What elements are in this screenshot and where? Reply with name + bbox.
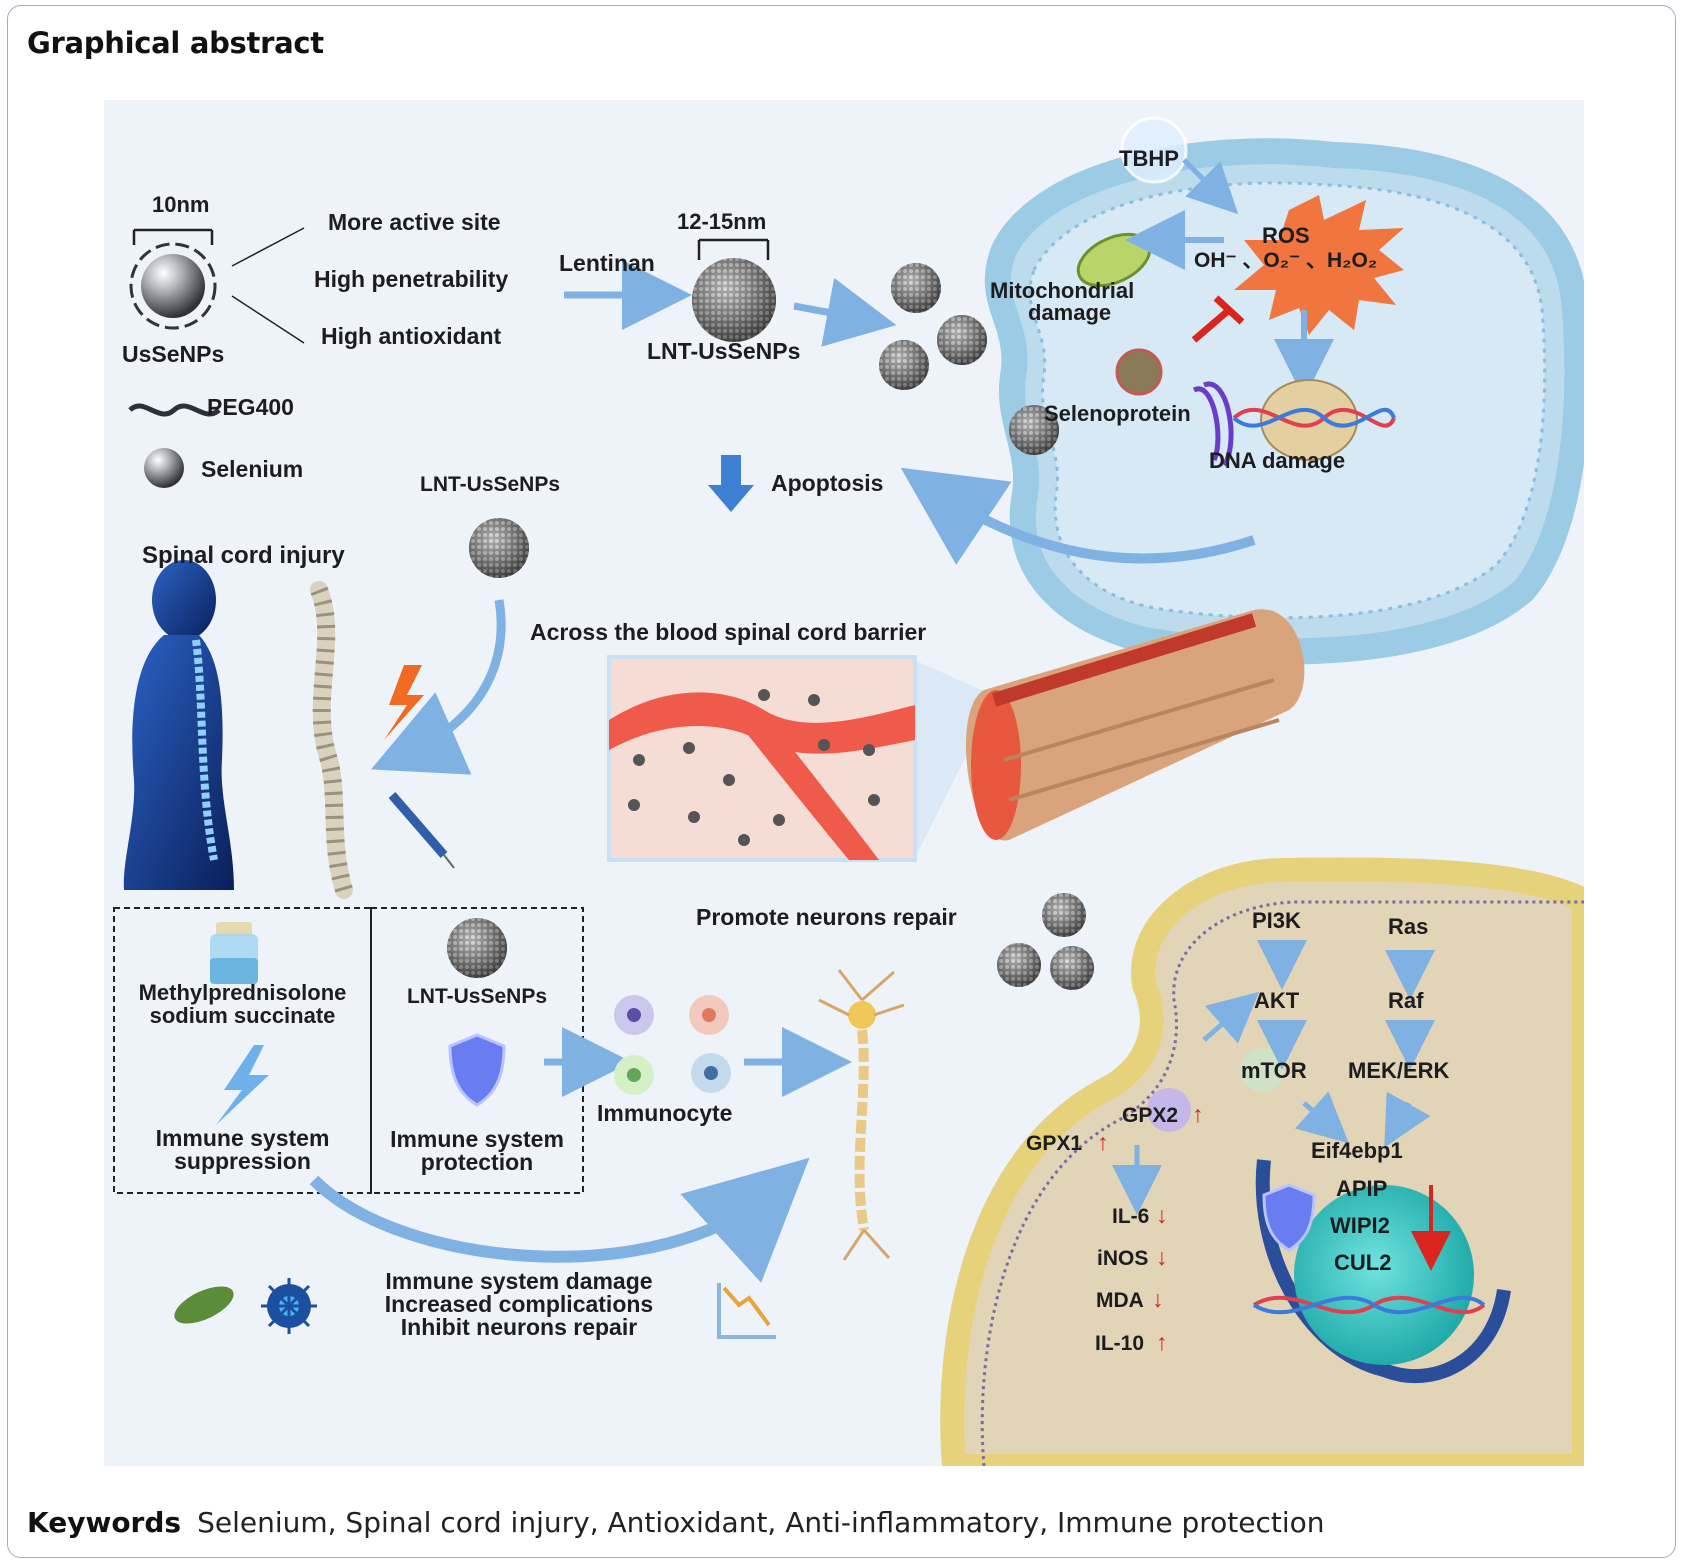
mda-label: MDA — [1096, 1289, 1144, 1312]
spine-figure — [310, 581, 353, 899]
keywords-text: Selenium, Spinal cord injury, Antioxidan… — [197, 1506, 1325, 1539]
mda-down-arrow: ↓ — [1152, 1286, 1164, 1312]
sci-label: Spinal cord injury — [142, 542, 345, 569]
il10-up-arrow: ↑ — [1156, 1329, 1168, 1355]
apoptosis-label: Apoptosis — [771, 470, 884, 496]
drug-bottle-icon — [210, 922, 258, 984]
il6-label: IL-6 — [1112, 1205, 1150, 1228]
suppression-label-2: suppression — [174, 1148, 311, 1174]
suppression-label-1: Immune system — [155, 1125, 330, 1151]
bacteria-icon — [174, 1286, 234, 1324]
selenoprotein-icon — [1115, 348, 1163, 396]
lnt-ussenps-label-top: LNT-UsSeNPs — [647, 338, 801, 364]
human-body-figure — [123, 560, 234, 890]
suppression-box — [113, 907, 372, 1194]
tbhp-bubble-icon — [1120, 116, 1188, 184]
top-cell — [984, 116, 1584, 665]
immunocyte-cluster — [614, 995, 731, 1095]
gpx1-up-arrow: ↑ — [1097, 1129, 1109, 1155]
lentinan-label: Lentinan — [559, 250, 655, 276]
drug-label-2: sodium succinate — [149, 1003, 336, 1028]
cul2-label: CUL2 — [1334, 1250, 1392, 1275]
mito-label: Mitochondrial — [990, 278, 1135, 303]
property-active-site: More active site — [328, 209, 501, 235]
wipi2-label: WIPI2 — [1330, 1213, 1390, 1238]
eif4ebp1-label: Eif4ebp1 — [1311, 1138, 1403, 1163]
down-arrow-icon — [708, 455, 754, 512]
nanoparticle-cluster-bottom — [997, 893, 1094, 990]
bscb-label: Across the blood spinal cord barrier — [530, 619, 927, 645]
ussenps-label: UsSeNPs — [122, 341, 225, 367]
virus-icon — [261, 1278, 317, 1334]
dna-damage-label: DNA damage — [1209, 448, 1346, 473]
ros-species-label: OH⁻ 、O₂⁻ 、H₂O₂ — [1194, 249, 1378, 272]
shield-icon — [448, 1033, 506, 1107]
lnt-ussenps-label-mid: LNT-UsSeNPs — [420, 473, 561, 496]
nanoparticle-cluster-top — [879, 263, 987, 390]
gpx1-label: GPX1 — [1026, 1132, 1083, 1155]
blood-vessel-figure — [965, 609, 1305, 841]
il6-down-arrow: ↓ — [1156, 1202, 1168, 1228]
decline-chart-icon — [717, 1283, 776, 1339]
akt-label: AKT — [1254, 988, 1300, 1013]
tbhp-label: TBHP — [1119, 146, 1179, 171]
mek-erk-label: MEK/ERK — [1348, 1058, 1450, 1083]
neuron-icon — [818, 969, 905, 1261]
diagram-graphics — [104, 100, 1584, 1466]
property-penetrability: High penetrability — [314, 266, 509, 292]
immunocyte-label: Immunocyte — [597, 1100, 733, 1126]
lnt-ussenps-label-bottom: LNT-UsSeNPs — [406, 985, 548, 1008]
protection-label-1: Immune system — [390, 1126, 564, 1152]
size-label-small: 10nm — [152, 192, 210, 217]
nucleus-icon — [1294, 1185, 1474, 1365]
keywords-line: Keywords Selenium, Spinal cord injury, An… — [27, 1506, 1324, 1539]
mito-label-2: damage — [1028, 300, 1112, 325]
property-antioxidant: High antioxidant — [321, 323, 502, 349]
lnt-ussenps-particle — [692, 238, 776, 342]
protection-label-2: protection — [420, 1149, 534, 1175]
raf-label: Raf — [1388, 988, 1424, 1013]
promote-label: Promote neurons repair — [696, 904, 957, 930]
gpx2-up-arrow: ↑ — [1192, 1101, 1204, 1127]
ussenps-diagram — [128, 227, 305, 488]
inos-down-arrow: ↓ — [1156, 1244, 1168, 1270]
legend-peg400: PEG400 — [207, 394, 294, 420]
damage-label-1: Immune system damage — [385, 1268, 653, 1294]
ras-label: Ras — [1388, 914, 1429, 939]
bottom-cell — [940, 857, 1584, 1466]
ros-label: ROS — [1262, 223, 1310, 248]
shield-icon — [1262, 1183, 1316, 1252]
heading: Graphical abstract — [27, 26, 324, 60]
peg-wave-icon — [128, 403, 221, 417]
legend-selenium: Selenium — [201, 456, 304, 482]
inos-label: iNOS — [1097, 1247, 1149, 1270]
size-label-large: 12-15nm — [677, 209, 767, 234]
keywords-label: Keywords — [27, 1506, 182, 1539]
selenium-legend-icon — [144, 448, 184, 488]
ros-burst-icon — [1234, 195, 1404, 335]
sphere-icon — [141, 254, 205, 318]
syringe-icon — [388, 792, 455, 869]
il10-label: IL-10 — [1095, 1332, 1145, 1355]
gpx1-protein-icon — [1147, 1088, 1191, 1132]
selenoprotein-label: Selenoprotein — [1044, 401, 1191, 426]
damage-label-3: Inhibit neurons repair — [400, 1314, 638, 1340]
pi3k-label: PI3K — [1252, 908, 1301, 933]
bscb-magnified-panel — [607, 655, 1004, 862]
figure-panel: 10nm UsSeNPs More active site High penet… — [104, 100, 1584, 1466]
lightning-icon — [216, 1045, 269, 1125]
mtor-label: mTOR — [1241, 1058, 1307, 1083]
damage-label-2: Increased complications — [384, 1291, 654, 1317]
nucleus-icon — [1260, 379, 1358, 461]
drug-label-1: Methylprednisolone — [138, 980, 347, 1005]
gpx2-label: GPX2 — [1122, 1104, 1179, 1127]
apip-label: APIP — [1336, 1176, 1388, 1201]
